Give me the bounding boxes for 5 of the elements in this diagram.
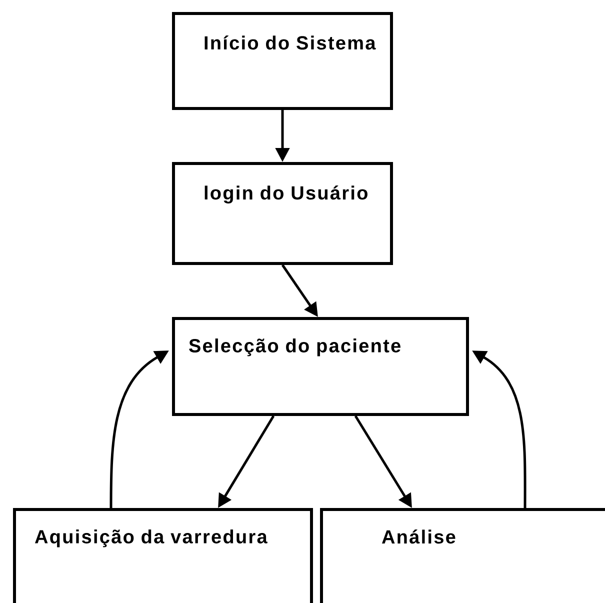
- process-box: Aquisição da varredura: [13, 508, 313, 603]
- process-box: Análise: [320, 508, 605, 603]
- process-box: login do Usuário: [172, 162, 393, 265]
- process-box: Selecção do paciente: [172, 317, 469, 416]
- process-box: Início do Sistema: [172, 12, 393, 110]
